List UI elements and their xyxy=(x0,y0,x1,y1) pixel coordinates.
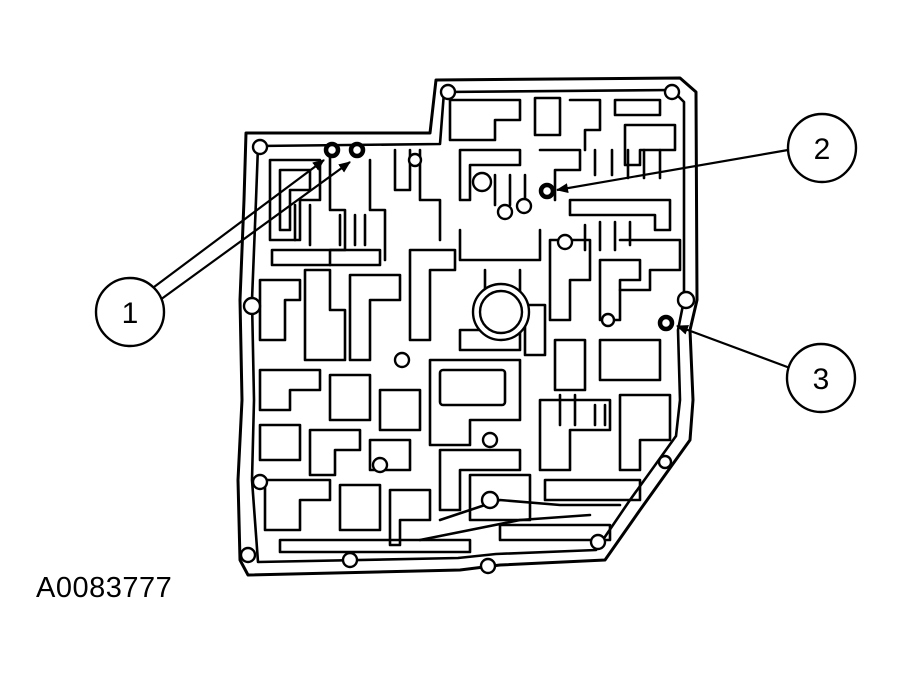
leader-2 xyxy=(556,148,789,194)
callout-2: 2 xyxy=(786,112,858,184)
check-ball-1b xyxy=(348,141,366,159)
figure-reference-code: A0083777 xyxy=(36,572,173,604)
check-ball-3 xyxy=(657,314,675,332)
leader-3 xyxy=(676,324,791,370)
callout-2-label: 2 xyxy=(814,133,831,166)
leader-1b xyxy=(159,161,351,301)
leader-1a xyxy=(149,159,325,291)
callout-1-label: 1 xyxy=(122,297,139,330)
channel-network xyxy=(258,96,682,554)
callout-1: 1 xyxy=(94,276,166,348)
callout-3-label: 3 xyxy=(813,363,830,396)
leader-lines xyxy=(149,148,791,370)
bolt-holes xyxy=(239,83,696,575)
check-ball-2 xyxy=(538,182,556,200)
check-ball-1a xyxy=(323,141,341,159)
callout-3: 3 xyxy=(785,342,857,414)
check-balls xyxy=(323,141,675,332)
